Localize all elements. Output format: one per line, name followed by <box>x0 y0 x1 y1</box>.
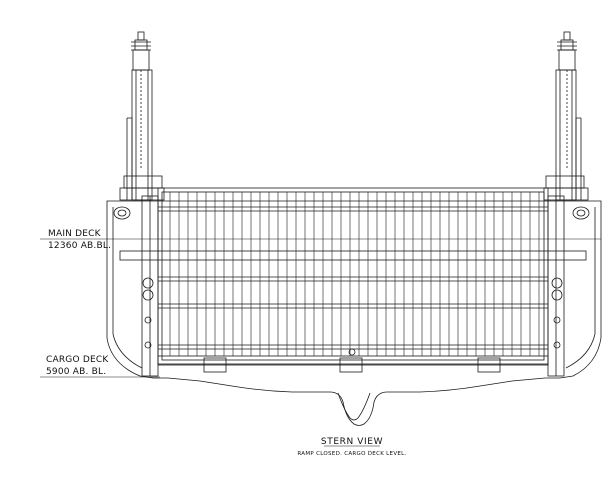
main-deck-label: MAIN DECK <box>48 229 102 239</box>
stern-ramp <box>119 187 587 373</box>
left-side-frame <box>141 195 159 377</box>
mooring-eye-right <box>572 206 590 220</box>
cargo-deck-label: CARGO DECK <box>46 355 109 365</box>
mooring-eye-left <box>113 206 131 220</box>
left-hoist-column <box>119 31 165 201</box>
main-deck-level-value: 12360 AB.BL. <box>48 241 111 251</box>
hull-outline <box>106 200 602 426</box>
drawing-title: STERN VIEW <box>321 437 383 447</box>
right-hoist-column <box>543 31 589 201</box>
cargo-deck-level-value: 5900 AB. BL. <box>46 367 106 377</box>
ramp-ribs <box>169 192 540 356</box>
hull-inner-line <box>112 207 596 369</box>
drawing-subtitle: RAMP CLOSED. CARGO DECK LEVEL. <box>297 451 406 457</box>
right-side-frame <box>547 195 565 377</box>
keel-skeg <box>337 392 371 421</box>
